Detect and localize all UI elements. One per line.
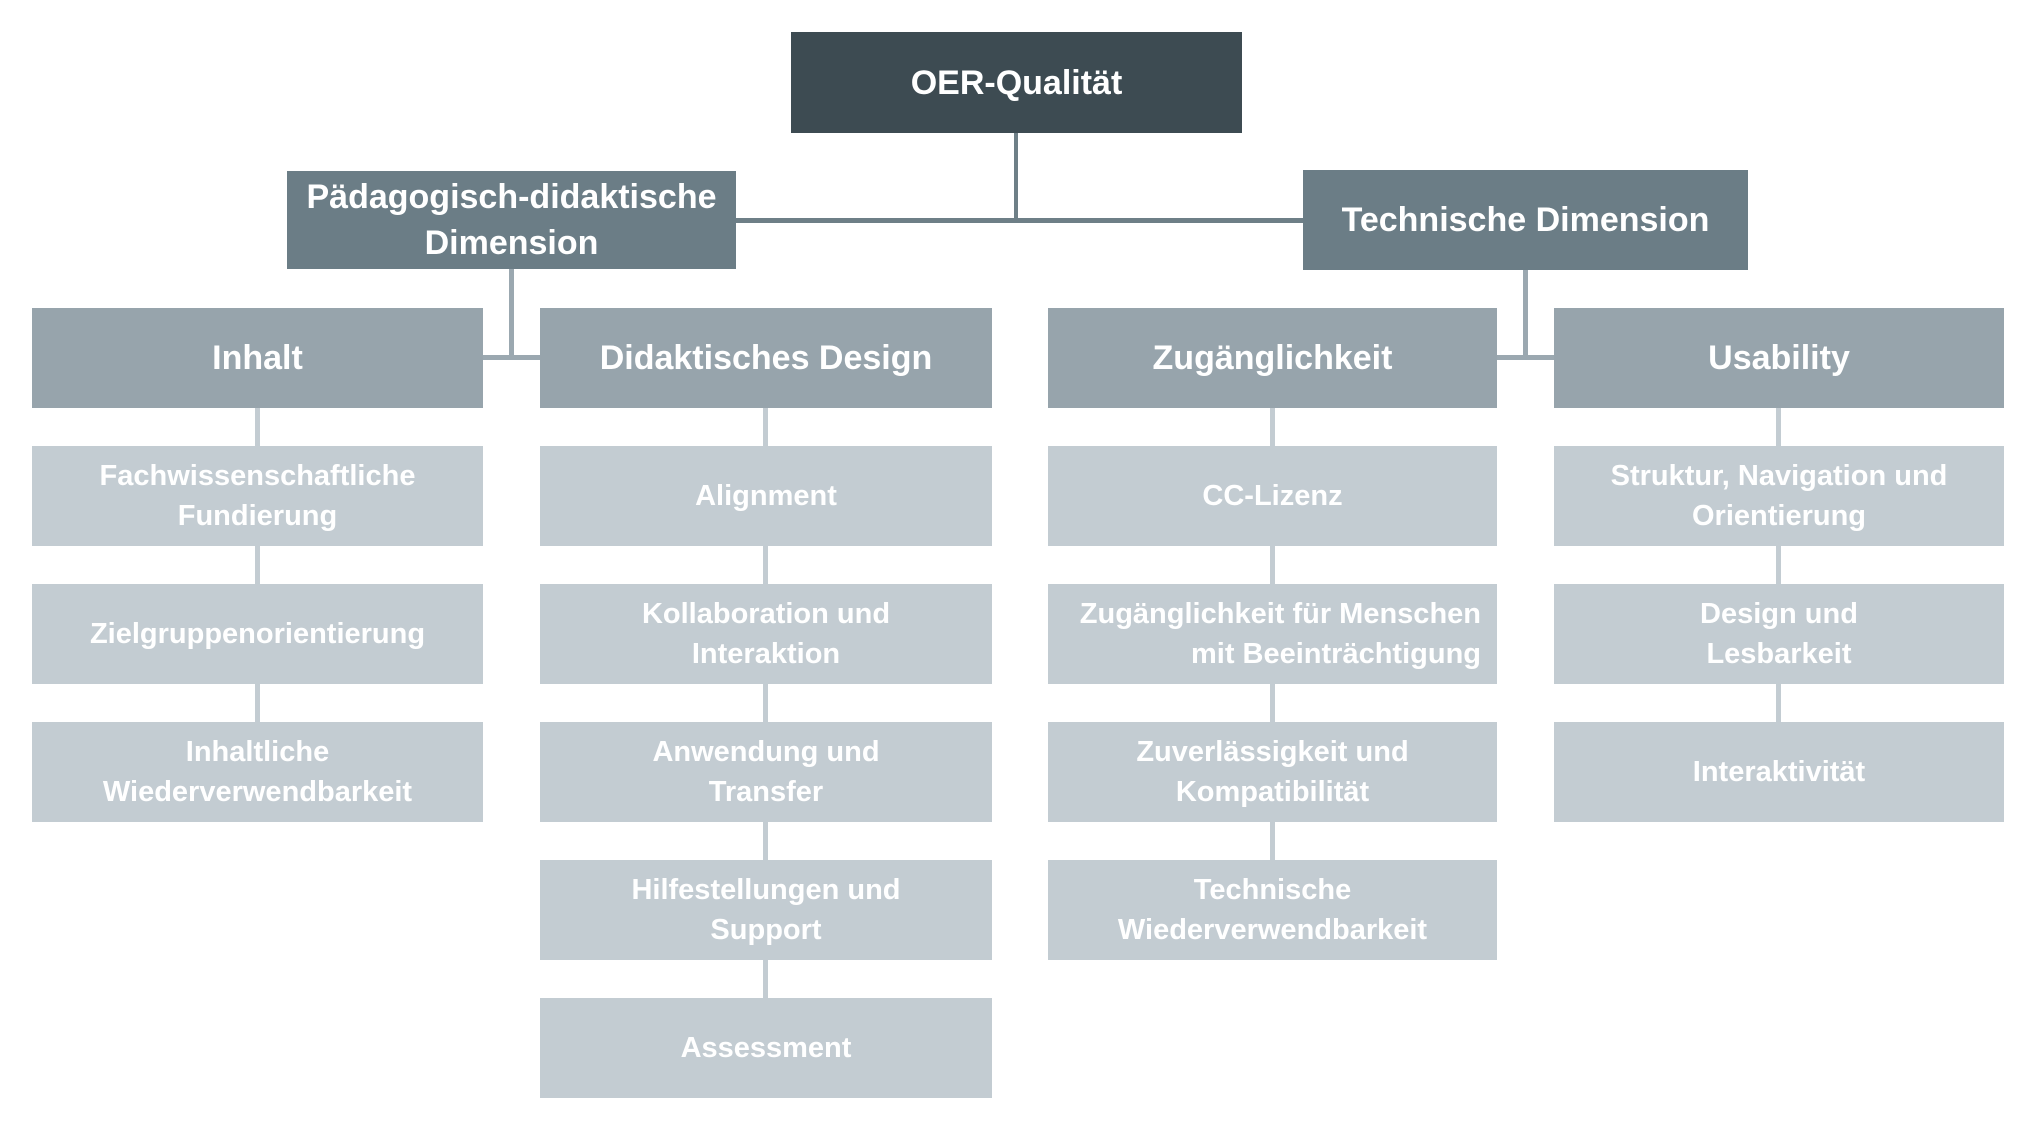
node-hilfestellungen-support: Hilfestellungen und Support bbox=[540, 860, 992, 960]
connector-technisch-stem bbox=[1523, 270, 1528, 357]
connector-zugaenglichkeit-3 bbox=[1270, 684, 1275, 722]
node-zugaenglichkeit: Zugänglichkeit bbox=[1048, 308, 1497, 408]
connector-root-stem bbox=[1014, 133, 1018, 221]
node-oer-qualitaet: OER-Qualität bbox=[791, 32, 1242, 133]
connector-usability-2 bbox=[1776, 546, 1781, 584]
node-fachwissenschaftliche-fundierung: Fachwissenschaftliche Fundierung bbox=[32, 446, 483, 546]
connector-root-horizontal bbox=[736, 218, 1303, 223]
node-usability: Usability bbox=[1554, 308, 2004, 408]
connector-inhalt-3 bbox=[255, 684, 260, 722]
node-alignment: Alignment bbox=[540, 446, 992, 546]
node-zielgruppenorientierung: Zielgruppenorientierung bbox=[32, 584, 483, 684]
node-inhaltliche-wiederverwendbarkeit: Inhaltliche Wiederverwendbarkeit bbox=[32, 722, 483, 822]
node-didaktisches-design: Didaktisches Design bbox=[540, 308, 992, 408]
node-kollaboration-interaktion: Kollaboration und Interaktion bbox=[540, 584, 992, 684]
connector-zugaenglichkeit-1 bbox=[1270, 408, 1275, 446]
connector-didaktik-1 bbox=[763, 408, 768, 446]
node-cc-lizenz: CC-Lizenz bbox=[1048, 446, 1497, 546]
connector-zugaenglichkeit-2 bbox=[1270, 546, 1275, 584]
connector-didaktik-3 bbox=[763, 684, 768, 722]
connector-inhalt-1 bbox=[255, 408, 260, 446]
node-technische-wiederverwendbarkeit: Technische Wiederverwendbarkeit bbox=[1048, 860, 1497, 960]
node-paedagogisch-didaktische-dimension: Pädagogisch-didaktische Dimension bbox=[287, 171, 736, 269]
node-technische-dimension: Technische Dimension bbox=[1303, 170, 1748, 270]
connector-didaktik-4 bbox=[763, 822, 768, 860]
connector-zugaenglichkeit-4 bbox=[1270, 822, 1275, 860]
node-inhalt: Inhalt bbox=[32, 308, 483, 408]
connector-usability-1 bbox=[1776, 408, 1781, 446]
node-zuverlaessigkeit-kompatibilitaet: Zuverlässigkeit und Kompatibilität bbox=[1048, 722, 1497, 822]
node-anwendung-transfer: Anwendung und Transfer bbox=[540, 722, 992, 822]
node-struktur-navigation-orientierung: Struktur, Navigation und Orientierung bbox=[1554, 446, 2004, 546]
connector-technisch-horizontal bbox=[1497, 355, 1554, 360]
node-zugaenglichkeit-beeintraechtigung: Zugänglichkeit für Menschen mit Beeinträ… bbox=[1048, 584, 1497, 684]
connector-paedagogisch-horizontal bbox=[483, 355, 540, 360]
connector-didaktik-2 bbox=[763, 546, 768, 584]
node-interaktivitaet: Interaktivität bbox=[1554, 722, 2004, 822]
connector-paedagogisch-stem bbox=[509, 269, 514, 357]
node-assessment: Assessment bbox=[540, 998, 992, 1098]
connector-inhalt-2 bbox=[255, 546, 260, 584]
connector-usability-3 bbox=[1776, 684, 1781, 722]
connector-didaktik-5 bbox=[763, 960, 768, 998]
node-design-lesbarkeit: Design und Lesbarkeit bbox=[1554, 584, 2004, 684]
